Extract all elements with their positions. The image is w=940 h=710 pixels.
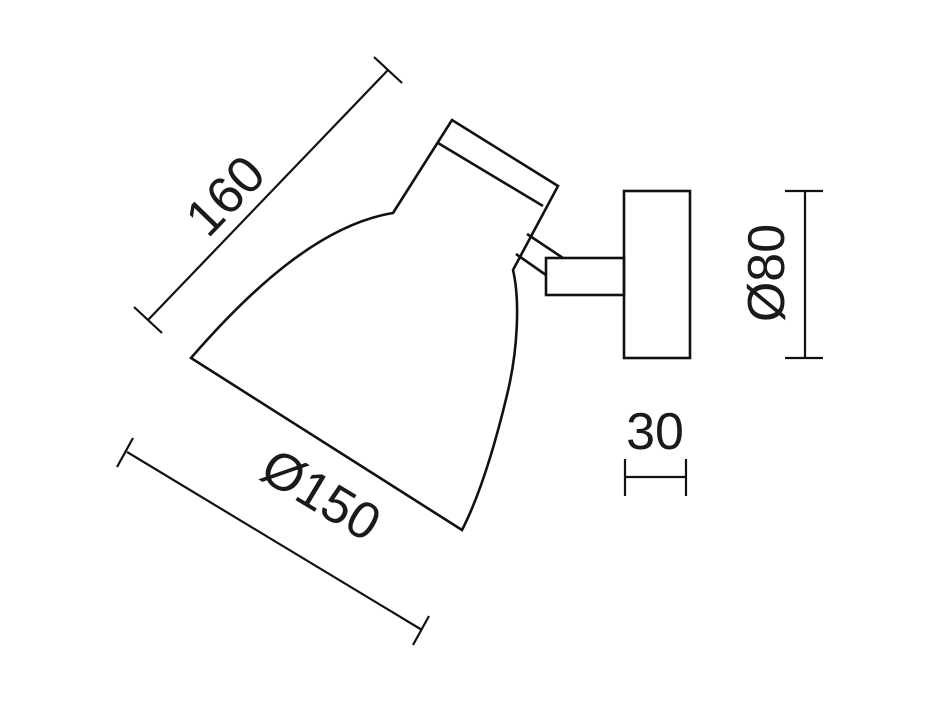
dimension-shade-diameter: Ø150: [116, 437, 430, 646]
label-shade-length: 160: [175, 145, 277, 248]
swivel-arm: [515, 232, 564, 277]
label-shade-diameter: Ø150: [251, 438, 390, 553]
label-base-depth: 30: [626, 403, 684, 461]
shade-cap: [437, 141, 544, 208]
dimension-base-diameter: Ø80: [738, 189, 823, 360]
wall-base-plate: [622, 189, 692, 360]
label-base-diameter: Ø80: [738, 224, 796, 322]
dimension-shade-length: 160: [133, 56, 403, 334]
connector-stub: [544, 256, 626, 297]
dimension-base-depth: 30: [623, 403, 688, 496]
lamp-shade: [189, 118, 560, 532]
